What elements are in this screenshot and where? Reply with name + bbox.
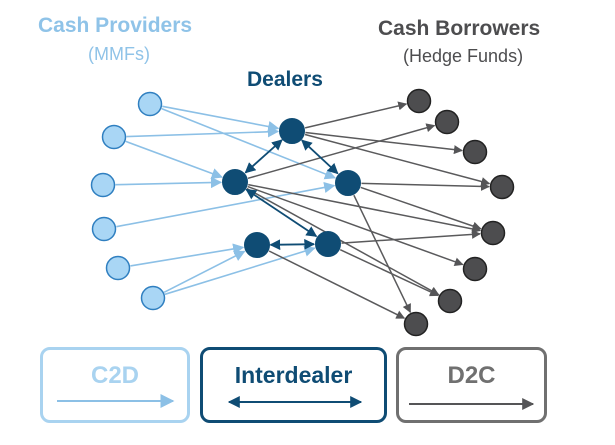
cash-providers-title: Cash Providers [38,14,193,37]
d2c-edge [304,101,408,129]
interdealer-edge [269,238,316,251]
legend-c2d: C2D [40,347,190,423]
interdealer-edge [301,139,339,175]
c2d-edge [163,250,246,294]
legend-c2d-label: C2D [90,362,139,389]
d2c-edge [360,186,482,231]
d2c-edge [339,249,440,297]
cash-borrower-node [480,220,506,246]
network-graph [90,88,515,337]
cash-borrower-node [462,139,488,165]
cash-borrower-node [437,288,463,314]
cash-borrowers-subtitle: (Hedge Funds) [403,46,524,66]
d2c-edge [248,183,482,234]
dealer-node [335,170,361,196]
legend-interdealer-label: Interdealer [234,362,353,388]
c2d-arrow-icon [57,394,175,408]
nodes [90,88,515,337]
c2d-edge [161,107,337,180]
cash-borrower-node [489,174,515,200]
legend-interdealer: Interdealer [200,347,387,423]
interdealer-edge [245,188,318,237]
cash-borrowers-title: Cash Borrowers [378,17,541,40]
cash-provider-node [105,255,131,281]
legend-d2c-label: D2C [447,362,496,389]
interdealer-edge [244,139,283,174]
dealer-node [315,231,341,257]
cash-providers-subtitle: (MMFs) [88,44,150,64]
cash-borrower-node [462,256,488,282]
c2d-edge [126,126,280,138]
c2d-edge [115,176,223,189]
dealer-node [222,169,248,195]
cash-borrower-node [403,311,429,337]
cash-provider-node [91,216,117,242]
c2d-edge [162,105,280,133]
dealer-node [244,232,270,258]
d2c-edge [361,181,490,191]
interdealer-double-arrow-icon [227,396,363,408]
interdealer-edges [244,139,339,251]
c2d-edge [125,140,223,179]
cash-provider-node [90,172,116,198]
c2d-edge [130,243,245,267]
dealer-node [279,118,305,144]
d2c-edge [305,131,463,155]
cash-provider-node [101,124,127,150]
d2c-edge [341,229,481,244]
dealers-title: Dealers [247,68,323,91]
legend-d2c: D2C [396,347,547,423]
d2c-edge [268,250,406,319]
cash-provider-node [140,285,166,311]
d2c-edge [247,123,436,180]
cash-borrower-node [434,109,460,135]
d2c-arrow-icon [409,398,535,410]
c2d-edge [164,245,316,296]
cash-provider-node [137,91,163,117]
d2c-edge [353,194,412,314]
cash-borrower-node [406,88,432,114]
